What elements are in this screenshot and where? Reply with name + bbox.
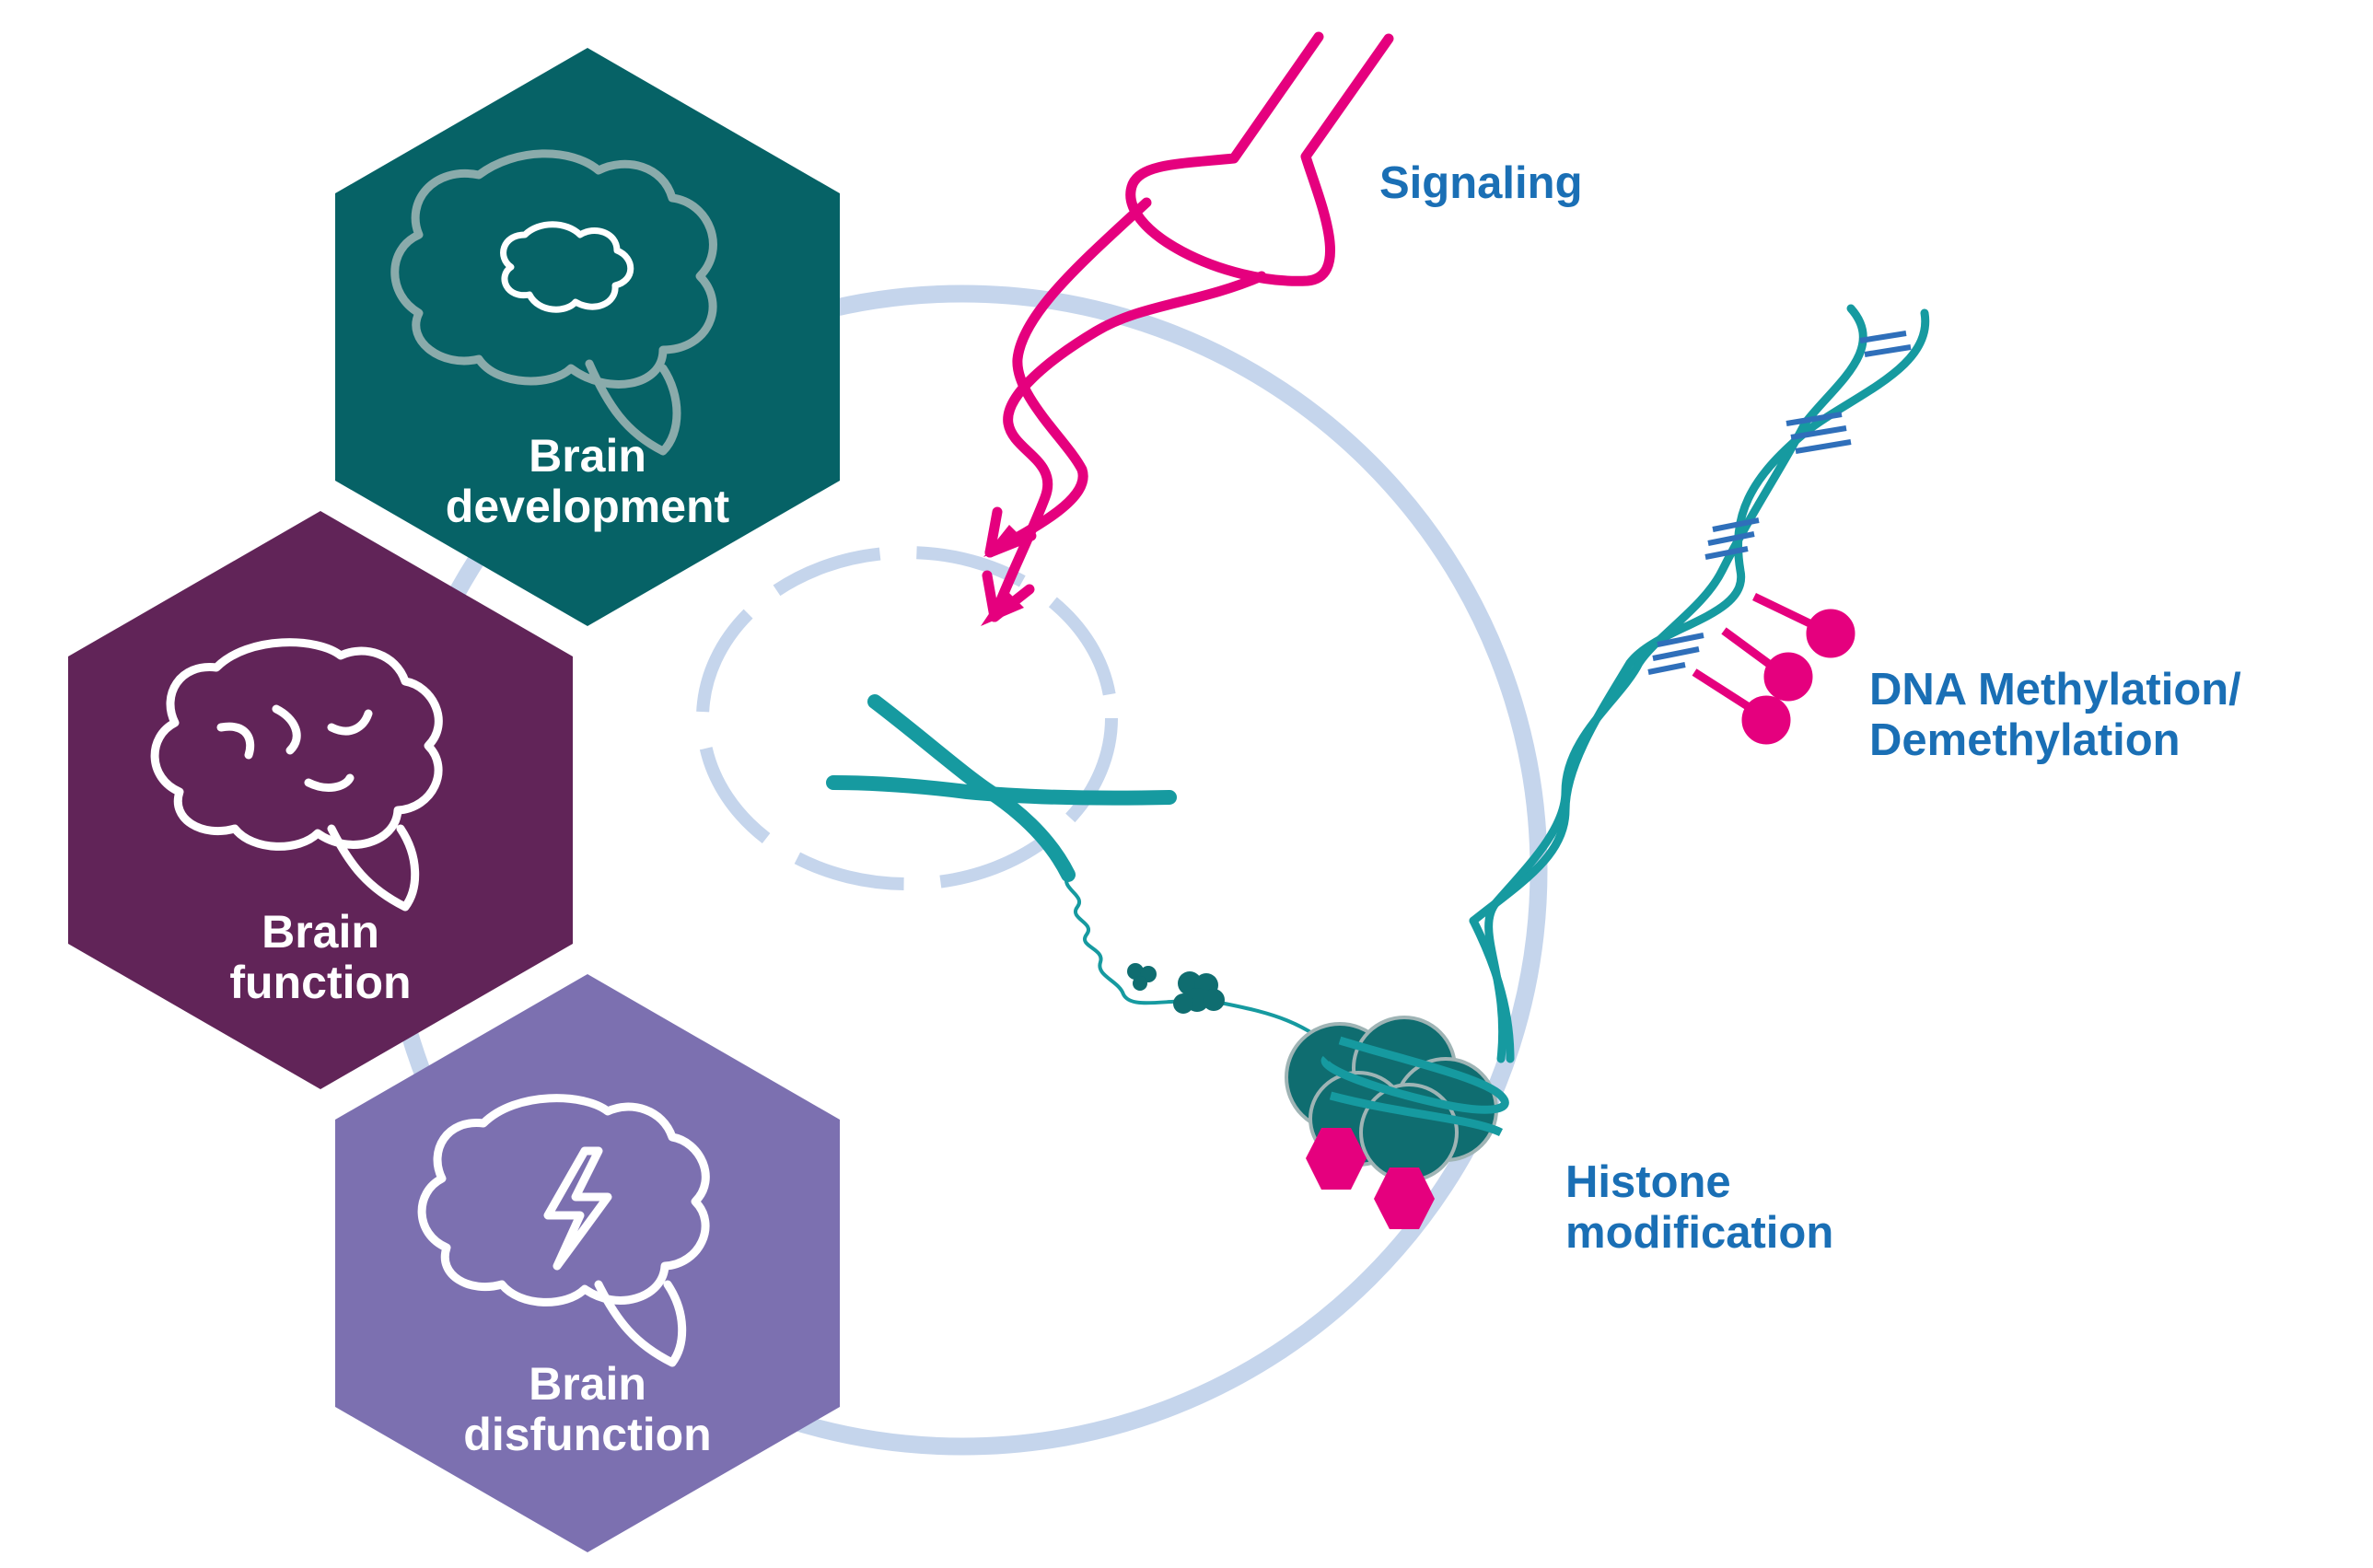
chromatin-fiber [1064, 873, 1346, 1061]
signaling-receptor [982, 31, 1394, 622]
hex-brain-disfunction: Brain disfunction [335, 974, 840, 1552]
signal-arrowhead-lower [981, 589, 1024, 626]
hex-brain-development: Brain development [335, 48, 840, 626]
methyl-groups [1692, 592, 1855, 745]
dna-wrap-histone [1320, 1036, 1509, 1137]
histone-mark-hexagon-2 [1374, 1167, 1435, 1229]
hex-brain-function-line2: function [229, 957, 411, 1008]
chromosome [826, 694, 1177, 882]
brain-in-brain-icon [390, 149, 717, 456]
hex-brain-function: Brain function [68, 511, 573, 1089]
brain-icon [150, 638, 443, 912]
label-dna-methylation-line2: Demethylation [1869, 715, 2181, 765]
signal-arrowhead-upper [983, 525, 1024, 557]
hex-brain-disfunction-line1: Brain [529, 1358, 646, 1410]
hex-brain-disfunction-line2: disfunction [463, 1409, 711, 1460]
label-histone-line2: modification [1565, 1208, 1833, 1258]
hex-brain-development-line2: development [446, 481, 730, 532]
label-histone-line1: Histone [1565, 1157, 1731, 1207]
hex-brain-function-line1: Brain [262, 906, 379, 958]
brain-lightning-icon [417, 1094, 710, 1367]
label-signaling: Signaling [1379, 158, 1583, 208]
hex-brain-development-line1: Brain [529, 430, 646, 482]
nucleosome-small [1127, 963, 1225, 1014]
histone-mark-hexagon-1 [1306, 1128, 1367, 1190]
nucleus-dashed [696, 546, 1118, 890]
dna-base-pairs [1647, 331, 1912, 675]
label-dna-methylation-line1: DNA Methylation/ [1869, 665, 2241, 714]
